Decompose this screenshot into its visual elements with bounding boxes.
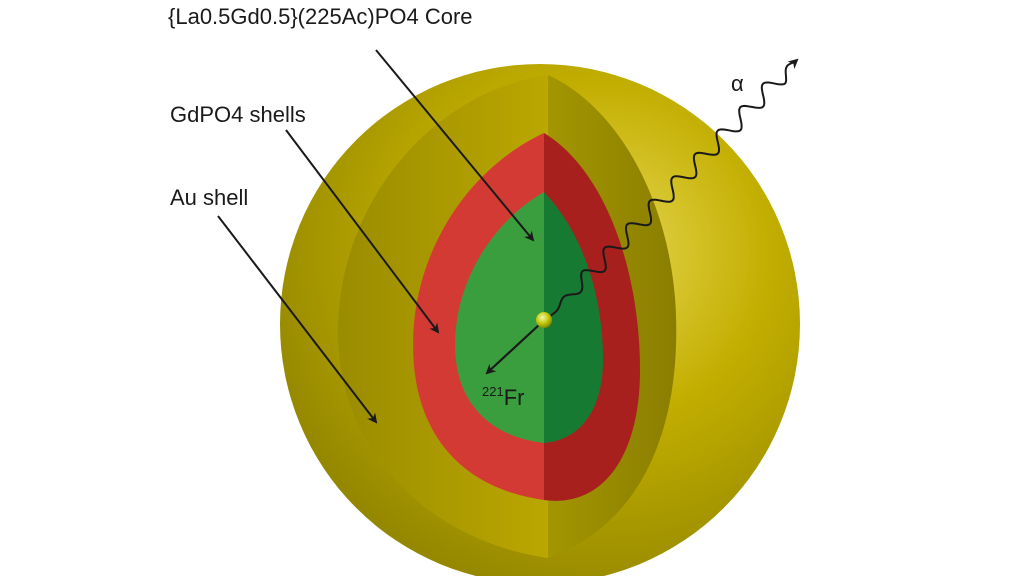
- fr-mass-number: 221: [482, 384, 504, 399]
- gdpo4-label-arrow: [285, 129, 440, 334]
- core-label-arrow: [375, 49, 535, 242]
- alpha-label: α: [731, 71, 744, 96]
- fr-recoil-arrow: [485, 323, 541, 375]
- au-shell-label: Au shell: [170, 185, 248, 210]
- core-right: [544, 192, 603, 443]
- fr-symbol: Fr: [504, 385, 525, 410]
- decaying-nucleus: [536, 312, 552, 328]
- alpha-track: [547, 58, 799, 319]
- fr-label: 221Fr: [482, 384, 524, 410]
- au-label-arrow: [217, 215, 378, 424]
- core-label: {La0.5Gd0.5}(225Ac)PO4 Core: [168, 4, 473, 29]
- gdpo4-shells-label: GdPO4 shells: [170, 102, 306, 127]
- core-left: [455, 192, 544, 443]
